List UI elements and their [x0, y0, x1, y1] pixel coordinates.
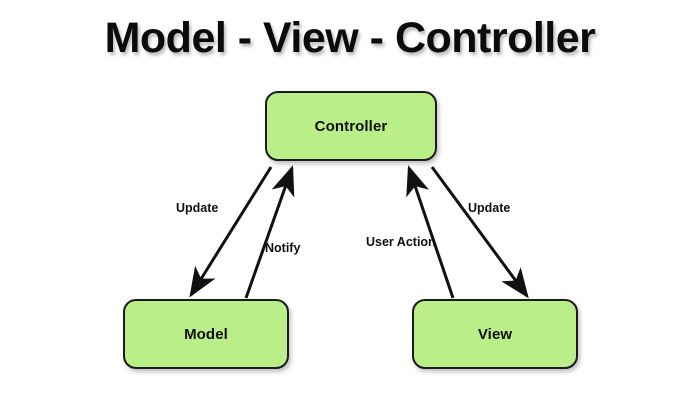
edge-label-user-action: User Action	[366, 235, 436, 249]
edge-update-left	[189, 166, 273, 298]
edge-update-right	[430, 166, 529, 299]
node-view-label: View	[477, 325, 513, 343]
page-title: Model - View - Controller	[104, 14, 596, 62]
edge-notify	[244, 165, 295, 299]
edge-label-update-left: Update	[176, 201, 219, 215]
node-model-label: Model	[184, 325, 228, 343]
edge-label-update-right: Update	[468, 201, 511, 215]
node-controller-label: Controller	[314, 117, 388, 135]
edge-user-action	[406, 165, 455, 299]
edge-label-notify: Notify	[265, 241, 301, 255]
node-controller[interactable]: Controller	[265, 91, 437, 161]
node-view[interactable]: View	[412, 299, 578, 369]
node-model[interactable]: Model	[123, 299, 289, 369]
